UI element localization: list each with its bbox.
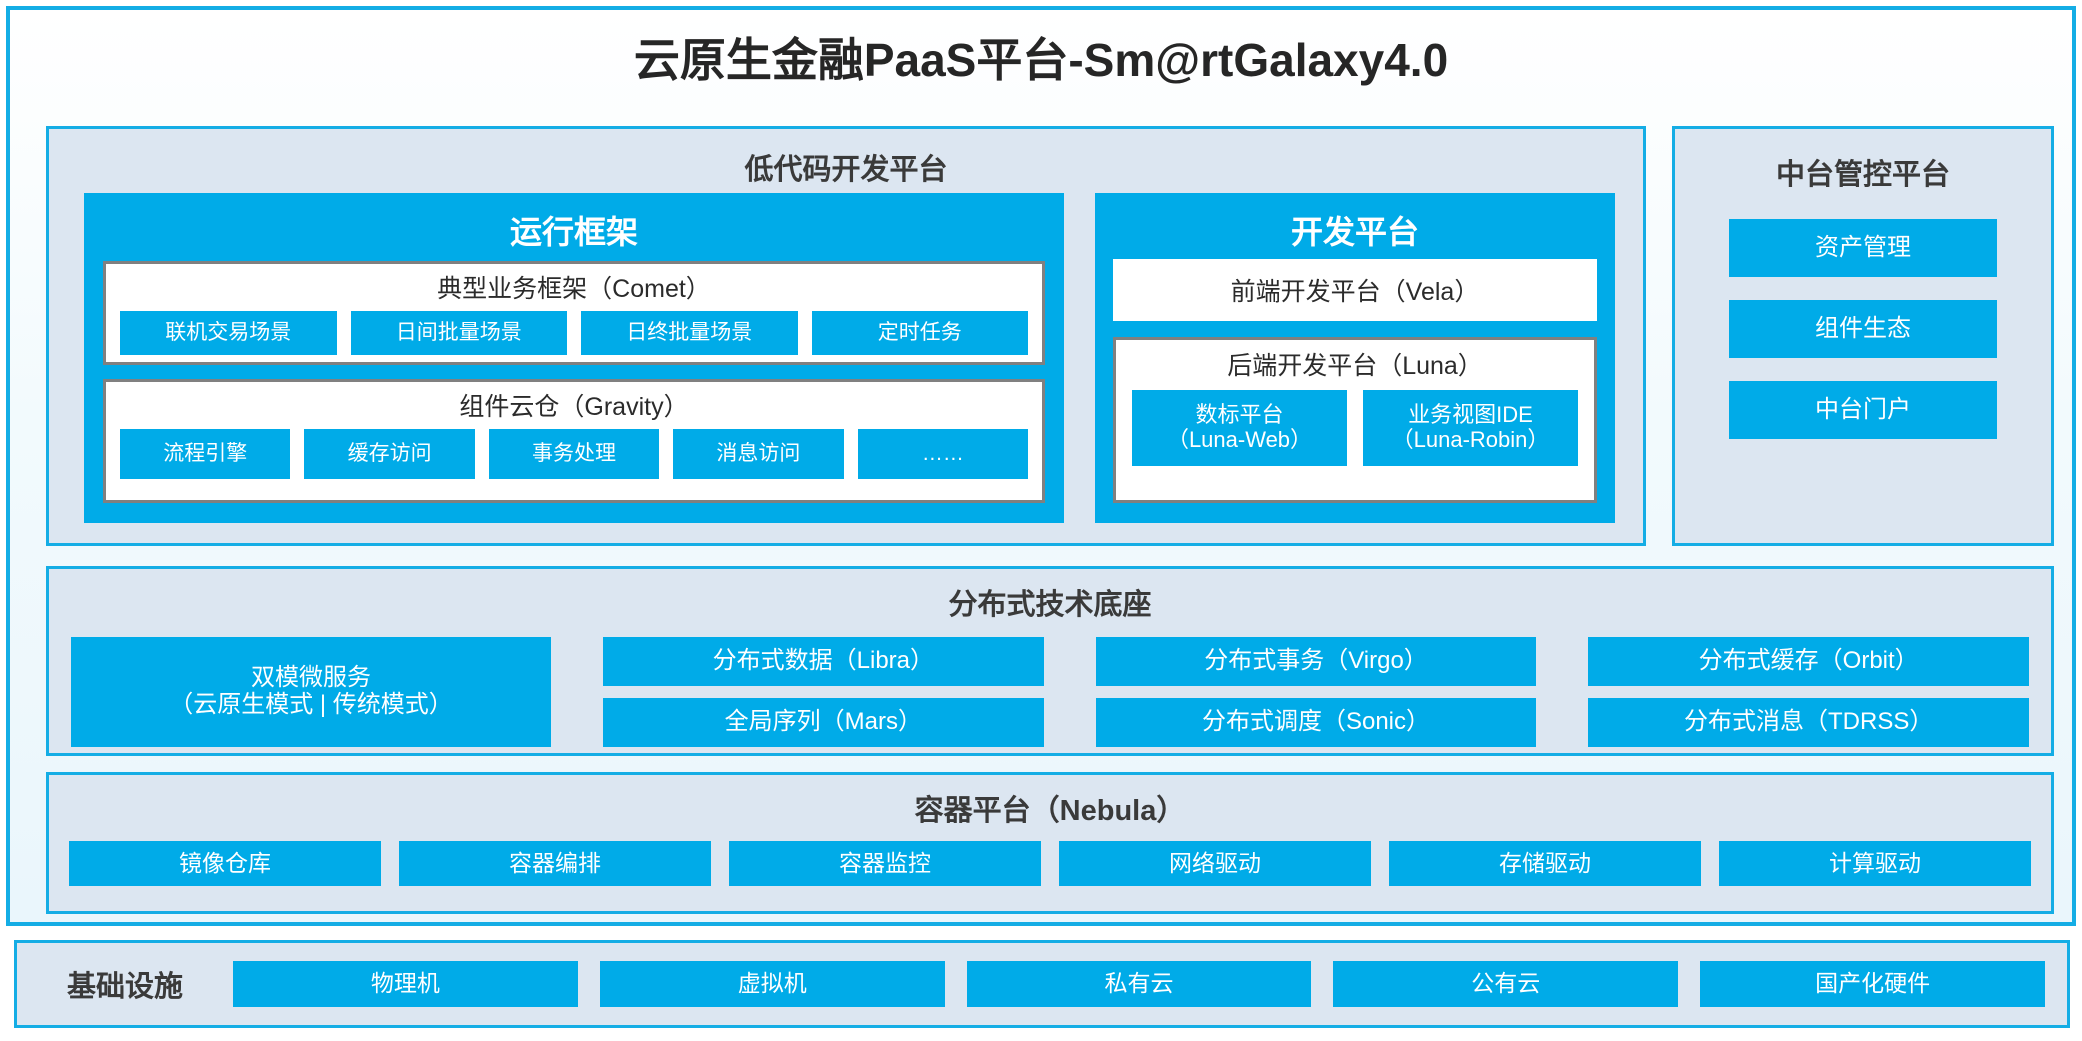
infrastructure-item-row: 物理机 虚拟机 私有云 公有云 国产化硬件 xyxy=(233,961,2067,1007)
container-item-compute-driver[interactable]: 计算驱动 xyxy=(1719,841,2031,886)
luna-web-item[interactable]: 数标平台 （Luna-Web） xyxy=(1132,390,1347,466)
global-sequence-mars[interactable]: 全局序列（Mars） xyxy=(603,698,1044,747)
distributed-tech-base-body: 双模微服务 （云原生模式 | 传统模式） 分布式数据（Libra） 全局序列（M… xyxy=(49,623,2051,747)
distributed-tech-base-panel: 分布式技术底座 双模微服务 （云原生模式 | 传统模式） 分布式数据（Libra… xyxy=(46,566,2054,756)
midplatform-control-title: 中台管控平台 xyxy=(1775,159,1950,191)
luna-web-code: （Luna-Web） xyxy=(1166,427,1313,452)
container-platform-title: 容器平台（Nebula） xyxy=(914,795,1186,827)
container-item-row: 镜像仓库 容器编排 容器监控 网络驱动 存储驱动 计算驱动 xyxy=(49,829,2051,886)
distributed-scheduling-sonic[interactable]: 分布式调度（Sonic） xyxy=(1095,698,1537,747)
infrastructure-item-physical-machine[interactable]: 物理机 xyxy=(233,961,578,1007)
lowcode-platform-panel: 低代码开发平台 运行框架 典型业务框架（Comet） 联机交易场景 日间批量场景… xyxy=(46,126,1646,546)
gravity-item[interactable]: 流程引擎 xyxy=(120,429,291,479)
infrastructure-item-domestic-hardware[interactable]: 国产化硬件 xyxy=(1700,961,2045,1007)
distributed-column-2: 分布式事务（Virgo） 分布式调度（Sonic） xyxy=(1095,637,1537,747)
luna-web-name: 数标平台 xyxy=(1195,402,1284,428)
luna-item-row: 数标平台 （Luna-Web） 业务视图IDE （Luna-Robin） xyxy=(1116,390,1594,466)
comet-item-row: 联机交易场景 日间批量场景 日终批量场景 定时任务 xyxy=(106,311,1042,355)
comet-business-framework-box: 典型业务框架（Comet） 联机交易场景 日间批量场景 日终批量场景 定时任务 xyxy=(103,261,1045,365)
page-title: 云原生金融PaaS平台-Sm@rtGalaxy4.0 xyxy=(633,34,1449,86)
container-platform-panel: 容器平台（Nebula） 镜像仓库 容器编排 容器监控 网络驱动 存储驱动 计算… xyxy=(46,772,2054,914)
container-item-storage-driver[interactable]: 存储驱动 xyxy=(1389,841,1701,886)
comet-title: 典型业务框架（Comet） xyxy=(437,275,711,303)
platform-frame: 云原生金融PaaS平台-Sm@rtGalaxy4.0 低代码开发平台 运行框架 … xyxy=(6,6,2076,926)
midplatform-item-asset-management[interactable]: 资产管理 xyxy=(1729,219,1997,277)
infrastructure-item-virtual-machine[interactable]: 虚拟机 xyxy=(599,961,945,1007)
container-item-orchestration[interactable]: 容器编排 xyxy=(399,841,711,886)
infrastructure-item-public-cloud[interactable]: 公有云 xyxy=(1333,961,1679,1007)
frontend-dev-platform-vela[interactable]: 前端开发平台（Vela） xyxy=(1113,259,1597,321)
dual-mode-microservice-block[interactable]: 双模微服务 （云原生模式 | 传统模式） xyxy=(71,637,551,747)
midplatform-item-component-ecosystem[interactable]: 组件生态 xyxy=(1729,300,1997,358)
midplatform-item-portal[interactable]: 中台门户 xyxy=(1729,381,1997,439)
gravity-item[interactable]: 缓存访问 xyxy=(304,429,475,479)
luna-title: 后端开发平台（Luna） xyxy=(1227,352,1483,380)
comet-item[interactable]: 日间批量场景 xyxy=(350,311,567,355)
distributed-column-1: 分布式数据（Libra） 全局序列（Mars） xyxy=(603,637,1044,747)
gravity-item-more[interactable]: …… xyxy=(857,429,1029,479)
midplatform-control-panel: 中台管控平台 资产管理 组件生态 中台门户 xyxy=(1672,126,2054,546)
gravity-item[interactable]: 消息访问 xyxy=(673,429,844,479)
luna-robin-code: （Luna-Robin） xyxy=(1391,427,1550,452)
runtime-framework-block: 运行框架 典型业务框架（Comet） 联机交易场景 日间批量场景 日终批量场景 … xyxy=(84,193,1064,523)
luna-robin-item[interactable]: 业务视图IDE （Luna-Robin） xyxy=(1363,390,1578,466)
gravity-title: 组件云仓（Gravity） xyxy=(459,393,689,421)
infrastructure-item-private-cloud[interactable]: 私有云 xyxy=(966,961,1312,1007)
comet-item[interactable]: 联机交易场景 xyxy=(120,311,337,355)
runtime-framework-title: 运行框架 xyxy=(509,214,638,250)
distributed-data-libra[interactable]: 分布式数据（Libra） xyxy=(603,637,1044,686)
luna-robin-name: 业务视图IDE xyxy=(1408,402,1533,428)
dual-mode-name: 双模微服务 xyxy=(251,664,371,692)
infrastructure-label: 基础设施 xyxy=(66,971,183,1003)
comet-item[interactable]: 定时任务 xyxy=(811,311,1028,355)
infrastructure-panel: 基础设施 物理机 虚拟机 私有云 公有云 国产化硬件 xyxy=(14,940,2070,1028)
gravity-component-repo-box: 组件云仓（Gravity） 流程引擎 缓存访问 事务处理 消息访问 …… xyxy=(103,379,1045,503)
container-item-image-registry[interactable]: 镜像仓库 xyxy=(69,841,381,886)
development-platform-block: 开发平台 前端开发平台（Vela） 后端开发平台（Luna） 数标平台 （Lun… xyxy=(1095,193,1615,523)
distributed-message-tdrss[interactable]: 分布式消息（TDRSS） xyxy=(1588,698,2030,747)
gravity-item-row: 流程引擎 缓存访问 事务处理 消息访问 …… xyxy=(106,429,1042,479)
container-item-monitoring[interactable]: 容器监控 xyxy=(729,841,1041,886)
container-item-network-driver[interactable]: 网络驱动 xyxy=(1059,841,1371,886)
distributed-tech-base-title: 分布式技术底座 xyxy=(948,589,1152,621)
backend-dev-platform-luna-box: 后端开发平台（Luna） 数标平台 （Luna-Web） 业务视图IDE （Lu… xyxy=(1113,337,1597,503)
midplatform-item-list: 资产管理 组件生态 中台门户 xyxy=(1675,193,2051,439)
lowcode-platform-title: 低代码开发平台 xyxy=(744,154,948,186)
distributed-cache-orbit[interactable]: 分布式缓存（Orbit） xyxy=(1588,637,2030,686)
distributed-column-3: 分布式缓存（Orbit） 分布式消息（TDRSS） xyxy=(1588,637,2030,747)
gravity-item[interactable]: 事务处理 xyxy=(488,429,660,479)
development-platform-title: 开发平台 xyxy=(1290,214,1419,250)
dual-mode-detail: （云原生模式 | 传统模式） xyxy=(169,691,453,718)
distributed-transaction-virgo[interactable]: 分布式事务（Virgo） xyxy=(1095,637,1537,686)
comet-item[interactable]: 日终批量场景 xyxy=(581,311,798,355)
